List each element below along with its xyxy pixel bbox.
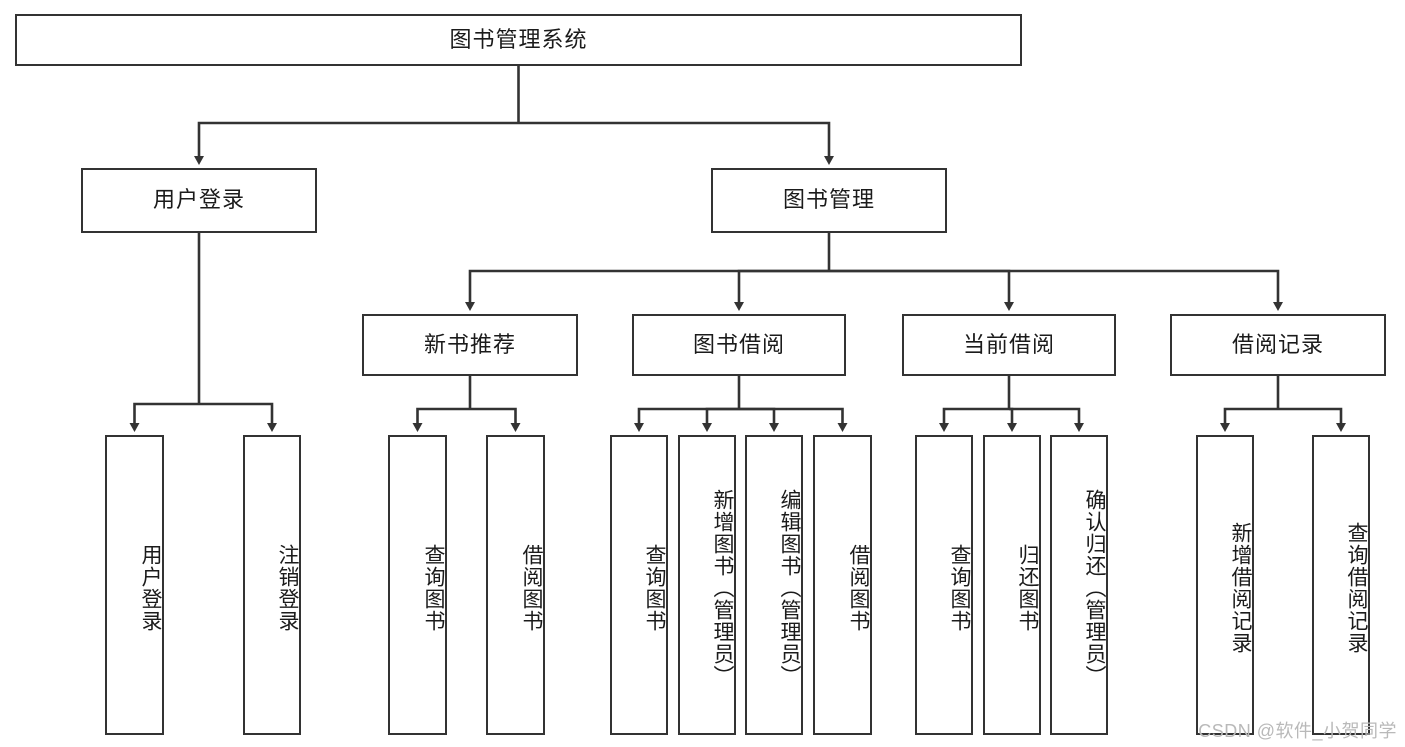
root-node-box[interactable]: 图书管理系统 — [15, 14, 1022, 66]
leaf-node-box[interactable]: 新增借阅记录 — [1196, 435, 1254, 735]
connector — [739, 407, 779, 432]
node-label: 新书推荐 — [423, 331, 516, 357]
leaf-node-box[interactable]: 借阅图书 — [813, 435, 872, 735]
connector — [194, 121, 519, 165]
node-label: 图书管理系统 — [449, 26, 588, 52]
leaf-node-box[interactable]: 查询图书 — [388, 435, 447, 735]
node-label: 借阅图书 — [847, 544, 870, 632]
node-label: 查询图书 — [643, 544, 666, 632]
node-label: 图书借阅 — [692, 331, 785, 357]
node-label: 归还图书 — [1016, 544, 1039, 632]
connector — [939, 407, 1009, 432]
connector — [199, 402, 277, 432]
node-label: 借阅记录 — [1231, 331, 1324, 357]
node-label: 新增图书（管理员） — [711, 489, 734, 687]
node-box[interactable]: 新书推荐 — [362, 314, 578, 376]
connector — [1278, 407, 1346, 432]
edge-layer — [129, 66, 1346, 432]
leaf-node-box[interactable]: 查询图书 — [610, 435, 668, 735]
node-label: 注销登录 — [276, 544, 299, 632]
connector — [1220, 407, 1278, 432]
connector — [734, 269, 829, 311]
node-label: 查询图书 — [948, 544, 971, 632]
connector — [1007, 407, 1017, 432]
node-box[interactable]: 图书管理 — [711, 168, 947, 233]
leaf-node-box[interactable]: 注销登录 — [243, 435, 301, 735]
node-box[interactable]: 借阅记录 — [1170, 314, 1386, 376]
leaf-node-box[interactable]: 编辑图书（管理员） — [745, 435, 803, 735]
node-label: 用户登录 — [139, 544, 162, 632]
connector — [829, 269, 1283, 311]
leaf-node-box[interactable]: 新增图书（管理员） — [678, 435, 736, 735]
leaf-node-box[interactable]: 查询图书 — [915, 435, 973, 735]
connector — [412, 407, 470, 432]
connector — [1009, 407, 1084, 432]
connector — [739, 407, 848, 432]
leaf-node-box[interactable]: 归还图书 — [983, 435, 1041, 735]
node-label: 当前借阅 — [962, 331, 1055, 357]
connector — [465, 269, 829, 311]
node-label: 查询图书 — [422, 544, 445, 632]
leaf-node-box[interactable]: 查询借阅记录 — [1312, 435, 1370, 735]
node-label: 编辑图书（管理员） — [778, 489, 801, 687]
connector — [702, 407, 739, 432]
leaf-node-box[interactable]: 确认归还（管理员） — [1050, 435, 1108, 735]
node-label: 图书管理 — [782, 187, 875, 213]
node-label: 用户登录 — [152, 187, 245, 213]
node-label: 借阅图书 — [520, 544, 543, 632]
node-box[interactable]: 图书借阅 — [632, 314, 846, 376]
connector — [829, 269, 1014, 311]
node-box[interactable]: 当前借阅 — [902, 314, 1116, 376]
node-box[interactable]: 用户登录 — [81, 168, 317, 233]
leaf-node-box[interactable]: 用户登录 — [105, 435, 164, 735]
connector — [129, 402, 199, 432]
connector — [518, 121, 834, 165]
connector — [634, 407, 739, 432]
node-label: 确认归还（管理员） — [1083, 489, 1106, 687]
node-label: 新增借阅记录 — [1229, 522, 1252, 654]
node-label: 查询借阅记录 — [1345, 522, 1368, 654]
leaf-node-box[interactable]: 借阅图书 — [486, 435, 545, 735]
connector — [470, 407, 521, 432]
